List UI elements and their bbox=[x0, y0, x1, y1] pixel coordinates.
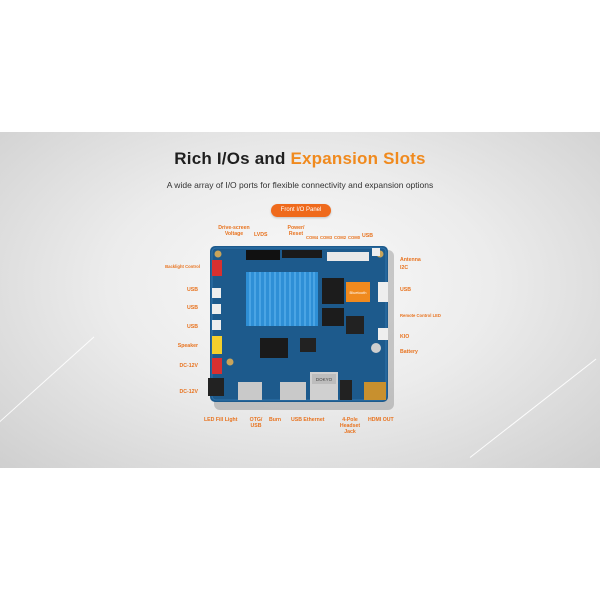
heatsink bbox=[246, 272, 318, 326]
label-drive-screen-voltage: Drive-screen Voltage bbox=[218, 225, 250, 237]
memory-chip-1 bbox=[322, 278, 344, 304]
label-remote-control-led: Remote Control LED bbox=[400, 313, 441, 318]
title-part-2: Expansion Slots bbox=[290, 149, 426, 168]
headset-jack bbox=[340, 380, 352, 400]
label-usb-left-1: USB bbox=[187, 287, 198, 293]
label-otg-usb: OTG/ USB bbox=[249, 417, 263, 429]
usb-port bbox=[280, 382, 306, 400]
label-kio: KIO bbox=[400, 334, 410, 340]
bluetooth-module-label: Bluetooth bbox=[350, 290, 367, 295]
product-banner: Rich I/Os and Expansion Slots A wide arr… bbox=[0, 132, 600, 468]
label-burn: Burn bbox=[269, 417, 282, 423]
led-otg-usb-port bbox=[238, 382, 262, 400]
com-connectors bbox=[327, 252, 369, 261]
label-antenna: Antenna bbox=[400, 257, 421, 263]
label-usb-ethernet: USB Ethernet bbox=[291, 417, 325, 423]
front-io-panel-button[interactable]: Front I/O Panel bbox=[271, 204, 331, 217]
label-com3: COM3 bbox=[320, 235, 333, 240]
memory-chip-2 bbox=[322, 308, 344, 326]
label-com2: COM2 bbox=[334, 235, 347, 240]
label-dc12v-2: DC-12V bbox=[179, 389, 198, 395]
label-headset-jack: 4-Pole Headset Jack bbox=[339, 417, 361, 435]
lvds-header bbox=[246, 250, 280, 260]
label-usb-left-3: USB bbox=[187, 324, 198, 330]
small-chip bbox=[300, 338, 316, 352]
label-hdmi-out: HDMI OUT bbox=[368, 417, 394, 423]
label-usb-top: USB bbox=[362, 233, 373, 239]
label-com4: COM4 bbox=[306, 235, 319, 240]
label-battery: Battery bbox=[400, 349, 418, 355]
dc-jack bbox=[208, 378, 224, 396]
label-backlight-control: Backlight Control bbox=[165, 264, 200, 269]
label-dc12v-1: DC-12V bbox=[179, 363, 198, 369]
usb-top-connector bbox=[372, 248, 380, 256]
ethernet-brand-text: DOKYO bbox=[316, 377, 333, 382]
label-i2c: I2C bbox=[400, 265, 409, 271]
bluetooth-module bbox=[346, 282, 370, 302]
dc-connector bbox=[212, 358, 222, 374]
battery-holder bbox=[371, 343, 381, 353]
label-led-fill-light: LED Fill Light bbox=[204, 417, 238, 423]
label-usb-left-2: USB bbox=[187, 305, 198, 311]
hdmi-port bbox=[364, 382, 386, 400]
page-subtitle: A wide array of I/O ports for flexible c… bbox=[166, 180, 434, 190]
board-illustration: Bluetooth DOKYO bbox=[208, 246, 394, 410]
label-usb-right: USB bbox=[400, 287, 411, 293]
usb-left-connector-3 bbox=[212, 320, 221, 330]
label-speaker: Speaker bbox=[177, 343, 198, 349]
ethernet-label-plate bbox=[312, 374, 336, 384]
speaker-connector bbox=[212, 336, 222, 354]
title-part-1: Rich I/Os and bbox=[174, 149, 291, 168]
label-com0: COM0 bbox=[348, 235, 361, 240]
label-lvds: LVDS bbox=[254, 232, 268, 238]
main-chip bbox=[260, 338, 288, 358]
pin-header-top bbox=[282, 250, 322, 258]
mount-hole-tl bbox=[214, 250, 222, 258]
usb-left-connector-2 bbox=[212, 304, 221, 314]
usb-right-connector bbox=[378, 282, 388, 302]
controller-chip bbox=[346, 316, 364, 334]
heatsink-fins bbox=[249, 272, 315, 326]
kio-connector bbox=[378, 328, 388, 340]
mount-hole-bl bbox=[226, 358, 234, 366]
backlight-connector bbox=[212, 260, 222, 276]
label-power-reset: Power/ Reset bbox=[287, 225, 305, 237]
page-title: Rich I/Os and Expansion Slots bbox=[0, 149, 600, 169]
usb-left-connector-1 bbox=[212, 288, 221, 298]
